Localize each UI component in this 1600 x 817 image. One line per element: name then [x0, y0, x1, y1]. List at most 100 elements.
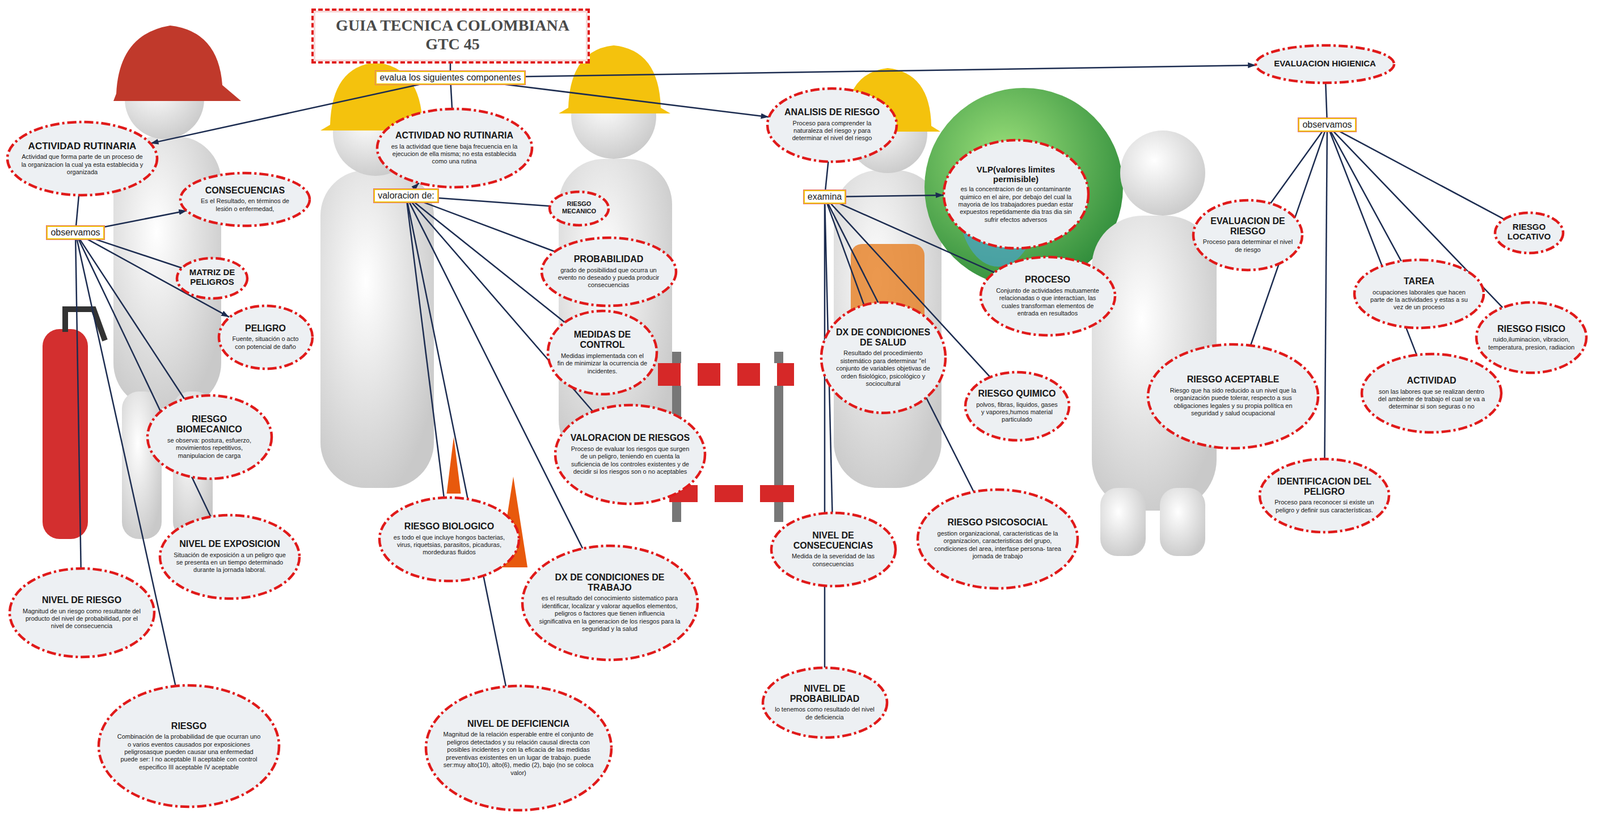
fire-extinguisher: [42, 328, 88, 539]
connector-line: [1324, 131, 1327, 459]
node-body: Situación de exposición a un peligro que…: [172, 551, 287, 574]
ellipse-border: [522, 545, 698, 660]
node-heading: observamos: [1302, 119, 1352, 130]
node-body: Es el Resultado, en términos de lesión o…: [191, 197, 298, 213]
node-content: RIESGO PSICOSOCIALgestion organizacional…: [932, 517, 1063, 560]
node-content: TAREAocupaciones laborales que hacen par…: [1365, 276, 1472, 312]
ellipse-border: [547, 310, 657, 395]
node-content: examina: [807, 191, 842, 202]
node-content: NIVEL DE DEFICIENCIAMagnitud de la relac…: [442, 718, 594, 777]
concept-ellipse: TAREAocupaciones laborales que hacen par…: [1352, 258, 1486, 330]
ellipse-border: [218, 305, 313, 369]
connector-line: [845, 195, 944, 197]
ellipse-border: [180, 172, 310, 226]
node-heading: EVALUACION DE RIESGO: [1202, 216, 1293, 238]
ellipse-border: [549, 191, 609, 226]
connector-line: [104, 210, 188, 227]
concept-ellipse: VLP(valores limites permisible)es la con…: [942, 138, 1091, 251]
node-content: ACTIVIDAD NO RUTINARIAes la actividad qu…: [390, 130, 518, 166]
node-content: RIESGO MECANICO: [554, 200, 605, 217]
node-content: MEDIDAS DE CONTROLMedidas implementada c…: [557, 329, 648, 375]
connector-line: [75, 239, 82, 569]
ellipse-border: [1147, 344, 1319, 449]
ellipse-border: [555, 404, 705, 504]
node-body: es el resultado del conocimiento sistema…: [538, 594, 682, 633]
ellipse-border: [1255, 45, 1395, 83]
concept-ellipse: RIESGO BIOMECANICOse observa: postura, e…: [145, 393, 274, 481]
ellipse-border: [1495, 212, 1564, 253]
connector-line: [407, 202, 506, 687]
node-content: GUIA TECNICA COLOMBIANA GTC 45: [320, 16, 586, 55]
concept-ellipse: DX DE CONDICIONES DE SALUDResultado del …: [819, 300, 948, 415]
connector-line: [503, 84, 770, 118]
node-heading: evalua los siguientes componentes: [379, 72, 521, 83]
node-content: VALORACION DE RIESGOSProceso de evaluar …: [568, 432, 692, 476]
connector-line: [824, 203, 826, 668]
node-heading: RIESGO BIOLOGICO: [391, 521, 507, 532]
connector-line: [406, 202, 444, 498]
concept-ellipse: ANALISIS DE RIESGOProceso para comprende…: [765, 86, 899, 164]
ellipse-border: [379, 497, 519, 581]
connector-line: [449, 63, 452, 72]
node-heading: DX DE CONDICIONES DE SALUD: [832, 327, 935, 349]
connector-line: [1330, 131, 1401, 262]
node-heading: RIESGO ACEPTABLE: [1163, 374, 1303, 385]
node-heading: RIESGO FISICO: [1485, 323, 1577, 335]
node-body: Magnitud de un riesgo como resultante de…: [22, 607, 142, 631]
node-body: es todo el que incluye hongos bacterias,…: [391, 533, 507, 557]
node-content: ANALISIS DE RIESGOProceso para comprende…: [778, 107, 885, 143]
ellipse-border: [1354, 259, 1484, 328]
node-heading: DX DE CONDICIONES DE TRABAJO: [538, 572, 682, 594]
node-content: RIESGO QUIMICOpolvos, fibras, liquidos, …: [973, 388, 1060, 424]
node-heading: NIVEL DE PROBABILIDAD: [773, 683, 876, 705]
ellipse-border: [159, 514, 300, 599]
ellipse-border: [767, 88, 897, 162]
node-content: observamos: [1302, 119, 1352, 130]
ellipse-border: [917, 489, 1078, 589]
concept-ellipse: IDENTIFICACION DEL PELIGROProceso para r…: [1257, 457, 1391, 534]
node-heading: PROBABILIDAD: [553, 254, 664, 265]
concept-ellipse: NIVEL DE PROBABILIDADlo tenemos como res…: [761, 665, 889, 740]
connector-tag: valoracion de:: [373, 188, 439, 202]
concept-ellipse: CONSECUENCIASEs el Resultado, en término…: [178, 171, 312, 228]
node-content: PELIGROFuente, situación o acto con pote…: [226, 323, 305, 351]
barrier-stripe: [680, 362, 698, 386]
barrier-stripe: [742, 484, 761, 502]
node-content: evalua los siguientes componentes: [379, 72, 521, 83]
concept-ellipse: VALORACION DE RIESGOSProceso de evaluar …: [553, 403, 707, 506]
concept-ellipse: ACTIVIDAD RUTINARIAActividad que forma p…: [5, 120, 159, 197]
node-heading: RIESGO: [115, 720, 263, 732]
fire-helmet: [113, 25, 242, 101]
connector-tag: observamos: [1298, 117, 1356, 132]
ellipse-border: [98, 685, 280, 807]
figure-head: [1120, 130, 1206, 216]
ellipse-border: [980, 256, 1116, 336]
concept-ellipse: PELIGROFuente, situación o acto con pote…: [217, 304, 315, 371]
node-body: polvos, fibras, liquidos, gases y vapore…: [973, 400, 1060, 424]
node-heading: RIESGO PSICOSOCIAL: [932, 517, 1063, 528]
node-body: ocupaciones laborales que hacen parte de…: [1365, 288, 1472, 312]
connector-line: [525, 65, 1257, 77]
connector-tag: observamos: [46, 225, 104, 239]
barrier-stripe: [760, 362, 778, 386]
node-body: se observa: postura, esfuerzo, movimient…: [158, 436, 261, 460]
concept-ellipse: PROBABILIDADgrado de posibilidad que ocu…: [539, 235, 678, 308]
concept-ellipse: NIVEL DE EXPOSICIONSituación de exposici…: [158, 513, 302, 601]
node-heading: PELIGRO: [226, 323, 305, 334]
node-heading: CONSECUENCIAS: [191, 185, 298, 196]
connector-line: [825, 161, 829, 191]
node-heading: RIESGO BIOMECANICO: [158, 414, 261, 436]
node-body: Medidas implementada con el fin de minim…: [557, 352, 648, 375]
node-heading: PROCESO: [992, 274, 1103, 285]
connector-line: [412, 182, 420, 189]
connector-line: [423, 202, 555, 252]
node-content: RIESGO BIOLOGICOes todo el que incluye h…: [391, 521, 507, 557]
title-box: GUIA TECNICA COLOMBIANA GTC 45: [311, 8, 590, 64]
node-content: NIVEL DE EXPOSICIONSituación de exposici…: [172, 538, 287, 574]
concept-ellipse: MATRIZ DE PELIGROS: [175, 256, 249, 301]
node-content: VLP(valores limites permisible)es la con…: [956, 164, 1076, 225]
node-body: Magnitud de la relación esperable entre …: [442, 730, 594, 776]
node-heading: RIESGO LOCATIVO: [1500, 221, 1559, 242]
node-body: Resultado del procedimiento sistemático …: [832, 349, 935, 388]
node-content: CONSECUENCIASEs el Resultado, en término…: [191, 185, 298, 213]
